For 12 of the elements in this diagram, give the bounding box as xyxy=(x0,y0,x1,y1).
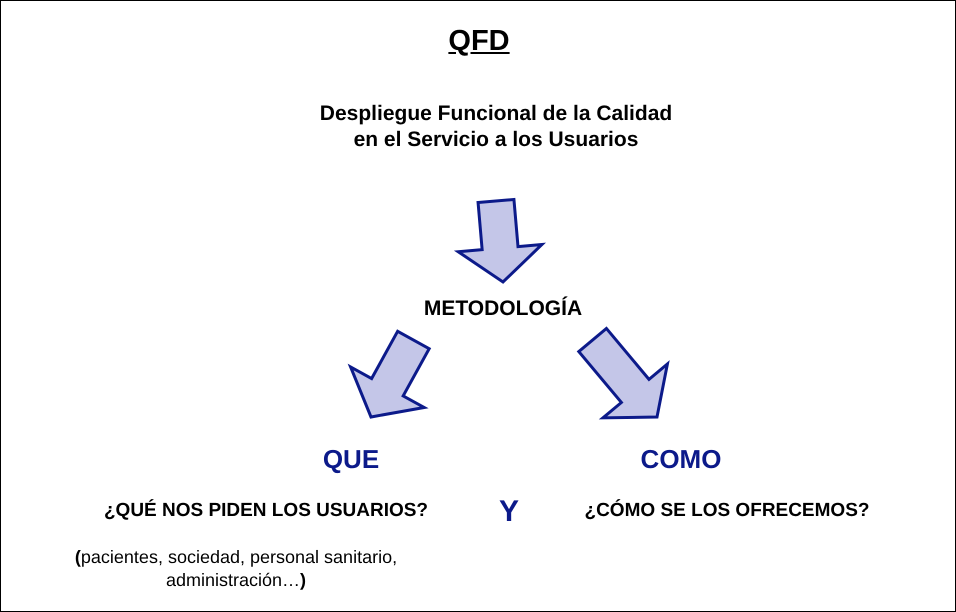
step-text: METODOLOGÍA xyxy=(391,296,615,326)
question-text: ¿QUÉ NOS PIDEN LOS USUARIOS? xyxy=(102,499,430,523)
block-arrow xyxy=(348,329,432,419)
title: QFD xyxy=(447,24,511,59)
note-text: (pacientes, sociedad, personal sanitario, administración…) xyxy=(74,546,398,591)
category-text: COMO xyxy=(621,443,741,477)
question-text: ¿CÓMO SE LOS OFRECEMOS? xyxy=(583,499,870,523)
heading-text: Despliegue Funcional de la Calidad en el Servicio a los Usuarios xyxy=(311,101,681,191)
category-text: QUE xyxy=(301,443,401,477)
block-arrow xyxy=(454,198,546,284)
block-arrow xyxy=(576,326,670,420)
conjunction-text: Y xyxy=(498,494,520,530)
